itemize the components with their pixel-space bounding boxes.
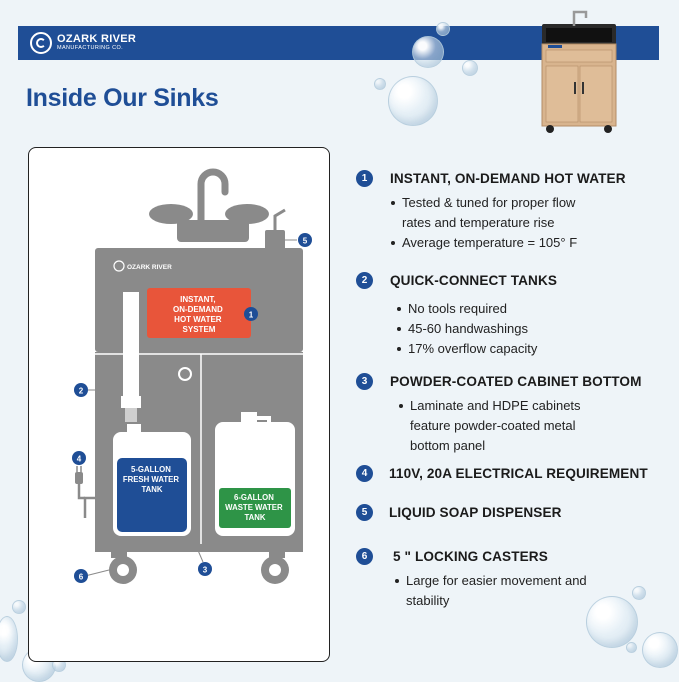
fresh-tank-label-line: FRESH WATER: [123, 475, 180, 484]
heater-label-line: SYSTEM: [183, 325, 216, 334]
feature-title: POWDER-COATED CABINET BOTTOM: [390, 374, 642, 389]
feature-bullet: Tested & tuned for proper flow rates and…: [390, 193, 606, 233]
product-image: [541, 10, 617, 133]
sink-diagram: OZARK RIVER INSTANT, ON-DEMAND HOT WATER…: [72, 168, 312, 584]
brand-name: OZARK RIVER: [57, 33, 137, 46]
brand-logo: OZARK RIVER MANUFACTURING CO.: [30, 30, 136, 56]
feature-bullets: No tools required 45-60 handwashings 17%…: [396, 299, 666, 359]
callout-4: 4: [72, 451, 86, 465]
diagram-logo-text: OZARK RIVER: [127, 264, 172, 271]
svg-text:5: 5: [303, 237, 308, 246]
brand-subtitle: MANUFACTURING CO.: [57, 45, 124, 52]
feature-title: QUICK-CONNECT TANKS: [390, 273, 558, 288]
fresh-tank-label-line: 5-GALLON: [131, 465, 171, 474]
feature-bullet: 45-60 handwashings: [396, 319, 666, 339]
bubble-decoration: [586, 596, 638, 648]
svg-text:5-GALLON FRESH WATER: 5-GALLON FRESH WATER TANK: [123, 465, 181, 494]
svg-text:4: 4: [77, 455, 82, 464]
bubble-decoration: [436, 22, 450, 36]
waste-tank-label-line: TANK: [244, 513, 265, 522]
bubble-decoration: [632, 586, 646, 600]
heater-label-line: HOT WATER: [174, 315, 222, 324]
feature-bullets: Laminate and HDPE cabinets feature powde…: [398, 396, 608, 456]
waste-tank-label-line: WASTE WATER: [225, 503, 283, 512]
feature-title: INSTANT, ON-DEMAND HOT WATER: [390, 171, 626, 186]
feature-number-badge: 2: [356, 272, 373, 289]
svg-text:6-GALLON WASTE WATER: 6-GALLON WASTE WATER TANK: [225, 493, 285, 522]
feature-number-badge: 1: [356, 170, 373, 187]
callout-1: 1: [244, 307, 258, 321]
callout-3: 3: [198, 562, 212, 576]
feature-item-3: 3 POWDER-COATED CABINET BOTTOM Laminate …: [356, 373, 666, 456]
feature-item-2: 2 QUICK-CONNECT TANKS No tools required …: [356, 272, 666, 359]
bubble-decoration: [374, 78, 386, 90]
feature-bullets: Tested & tuned for proper flow rates and…: [390, 193, 606, 253]
svg-text:INSTANT, ON-DEMAND: INSTANT, ON-DEMAND HOT WATER SYSTEM: [173, 295, 225, 334]
feature-number-badge: 4: [356, 465, 373, 482]
fresh-tank-label-line: TANK: [141, 485, 162, 494]
bubble-decoration: [642, 632, 678, 668]
feature-bullet: Large for easier movement and stability: [394, 571, 614, 611]
feature-number-badge: 5: [356, 504, 373, 521]
feature-title: 5 " LOCKING CASTERS: [393, 549, 548, 564]
heater-label-line: INSTANT,: [180, 295, 215, 304]
brand-logo-icon: [30, 32, 52, 54]
feature-bullet: No tools required: [396, 299, 666, 319]
feature-item-1: 1 INSTANT, ON-DEMAND HOT WATER Tested & …: [356, 170, 666, 253]
feature-bullet: Average temperature = 105° F: [390, 233, 606, 253]
bubble-decoration: [412, 36, 444, 68]
page-title: Inside Our Sinks: [26, 84, 219, 112]
svg-text:3: 3: [203, 566, 208, 575]
bubble-decoration: [626, 642, 637, 653]
bubble-decoration: [12, 600, 26, 614]
bubble-decoration: [462, 60, 478, 76]
feature-number-badge: 3: [356, 373, 373, 390]
callout-2: 2: [74, 383, 88, 397]
feature-bullet: 17% overflow capacity: [396, 339, 666, 359]
waste-tank-label-line: 6-GALLON: [234, 493, 274, 502]
svg-text:6: 6: [79, 573, 84, 582]
feature-title: LIQUID SOAP DISPENSER: [389, 505, 562, 520]
callout-5: 5: [298, 233, 312, 247]
feature-item-5: 5 LIQUID SOAP DISPENSER: [356, 504, 666, 521]
feature-bullet: Laminate and HDPE cabinets feature powde…: [398, 396, 608, 456]
feature-title: 110V, 20A ELECTRICAL REQUIREMENT: [389, 466, 648, 481]
feature-number-badge: 6: [356, 548, 373, 565]
svg-text:2: 2: [79, 387, 84, 396]
sink-diagram-card: OZARK RIVER INSTANT, ON-DEMAND HOT WATER…: [28, 147, 330, 662]
feature-item-6: 6 5 " LOCKING CASTERS Large for easier m…: [356, 548, 666, 611]
svg-text:1: 1: [249, 311, 254, 320]
feature-item-4: 4 110V, 20A ELECTRICAL REQUIREMENT: [356, 465, 666, 482]
bubble-decoration: [388, 76, 438, 126]
feature-bullets: Large for easier movement and stability: [394, 571, 614, 611]
heater-label-line: ON-DEMAND: [173, 305, 223, 314]
bubble-decoration: [0, 616, 18, 662]
callout-6: 6: [74, 569, 88, 583]
